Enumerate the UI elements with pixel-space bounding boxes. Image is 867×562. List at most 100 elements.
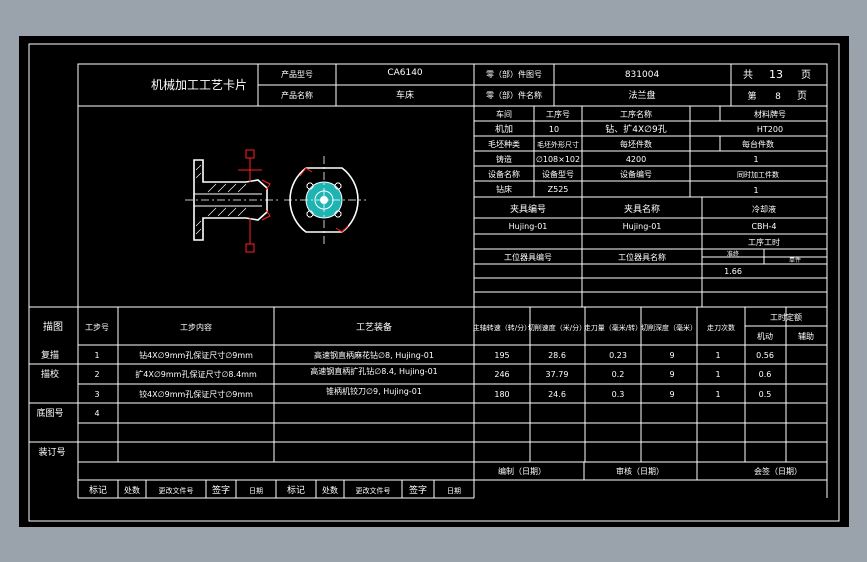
footer-place-1: 处数: [124, 485, 140, 495]
step-name: 钻、扩4X∅9孔: [605, 123, 666, 135]
step-no-3: 3: [94, 390, 99, 399]
step-spindle-1: 195: [494, 351, 509, 360]
footer-change-doc-1: 更改文件号: [159, 486, 194, 495]
step-equipment-2: 高速钢直柄扩孔钻∅8.4, Hujing-01: [310, 366, 438, 376]
fixture-name-label: 夹具名称: [624, 203, 660, 215]
step-no-4: 4: [94, 409, 99, 418]
col-content: 工步内容: [180, 322, 212, 332]
simul: 1: [753, 186, 758, 195]
part-drawing: [185, 149, 366, 253]
part-no: 831004: [625, 70, 660, 80]
unit-label: 单件: [789, 256, 801, 264]
page-no: 8: [775, 92, 781, 102]
col-equipment: 工艺装备: [356, 321, 392, 333]
part-name-label: 零（部）件名称: [486, 90, 542, 100]
unit-count: 1: [753, 155, 758, 164]
table-grid: [29, 63, 828, 499]
footer-change-doc-2: 更改文件号: [356, 486, 391, 495]
col-passes: 走刀次数: [707, 323, 735, 332]
product-model-label: 产品型号: [281, 69, 313, 79]
step-machine-2: 0.6: [759, 370, 772, 379]
equip-name-label: 设备名称: [488, 169, 520, 179]
fixture-name: Hujing-01: [623, 222, 662, 231]
footer-signature-1: 签字: [212, 484, 230, 496]
product-name: 车床: [396, 89, 414, 101]
step-machine-3: 0.5: [759, 390, 772, 399]
sign-date-label: 会签（日期）: [754, 466, 802, 476]
workshop: 机加: [495, 123, 513, 135]
equip-model-label: 设备型号: [542, 169, 574, 179]
equip-name: 钻床: [496, 184, 512, 194]
step-spindle-3: 180: [494, 390, 509, 399]
page-prefix: 第: [747, 90, 756, 102]
left-label-1: 复描: [41, 349, 59, 361]
equip-no-label: 设备编号: [620, 169, 652, 179]
blank-type: 铸造: [496, 154, 512, 164]
fixture-no-label: 夹具编号: [510, 203, 546, 215]
footer-signature-2: 签字: [409, 484, 427, 496]
station-no-label: 工位器具编号: [504, 252, 552, 262]
step-spindle-2: 246: [494, 370, 509, 379]
step-speed-2: 37.79: [546, 370, 569, 379]
drawing-sheet: [19, 36, 849, 527]
station-name-label: 工位器具名称: [618, 252, 666, 262]
step-passes-1: 1: [715, 351, 720, 360]
col-time-quota: 工时定额: [770, 312, 802, 322]
step-equipment-3: 锥柄机铰刀∅9, Hujing-01: [326, 386, 422, 396]
left-label-4: 底图号: [36, 407, 63, 419]
step-depth-2: 9: [669, 370, 674, 379]
step-depth-1: 9: [669, 351, 674, 360]
design-date-label: 编制（日期）: [498, 466, 546, 476]
step-content-2: 扩4X∅9mm孔保证尺寸∅8.4mm: [135, 369, 257, 379]
coolant-label: 冷却液: [752, 204, 776, 214]
step-name-label: 工序名称: [620, 109, 652, 119]
step-feed-1: 0.23: [609, 351, 627, 360]
footer-date-2: 日期: [447, 487, 461, 495]
total-page-unit: 页: [801, 69, 811, 81]
footer-mark-2: 标记: [287, 484, 305, 496]
step-content-1: 钻4X∅9mm孔保证尺寸∅9mm: [139, 350, 253, 360]
drawing-label: 描图: [43, 320, 63, 333]
simul-label: 同时加工件数: [737, 170, 779, 179]
blank-size-label: 毛坯外形尺寸: [537, 140, 579, 149]
step-feed-3: 0.3: [612, 390, 625, 399]
step-depth-3: 9: [669, 390, 674, 399]
footer-date-1: 日期: [249, 487, 263, 495]
col-machine-time: 机动: [757, 331, 773, 341]
blank-type-label: 毛坯种类: [488, 139, 520, 149]
step-speed-1: 28.6: [548, 351, 566, 360]
end-view: [284, 156, 366, 244]
col-feed: 走刀量（毫米/转）: [584, 323, 642, 332]
fixture-no: Hujing-01: [509, 222, 548, 231]
col-aux-time: 辅助: [798, 331, 814, 341]
step-machine-1: 0.56: [756, 351, 774, 360]
total-pages: 13: [769, 68, 783, 81]
blank-size: ∅108×102: [536, 155, 580, 164]
step-no-1: 1: [94, 351, 99, 360]
step-no-label: 工序号: [546, 109, 570, 119]
product-model: CA6140: [387, 68, 423, 78]
step-feed-2: 0.2: [612, 370, 625, 379]
section-view: [185, 149, 280, 253]
left-label-2: 描校: [41, 368, 59, 380]
step-speed-3: 24.6: [548, 390, 566, 399]
part-name: 法兰盘: [628, 89, 655, 101]
total-prefix: 共: [743, 69, 753, 81]
step-no-2: 2: [94, 370, 99, 379]
binding-label: 装订号: [38, 446, 65, 458]
step-no: 10: [549, 125, 559, 134]
card-title: 机械加工工艺卡片: [151, 77, 247, 92]
step-passes-2: 1: [715, 370, 720, 379]
col-depth: 切削深度（毫米）: [641, 323, 697, 332]
product-name-label: 产品名称: [281, 90, 313, 100]
step-passes-3: 1: [715, 390, 720, 399]
blank-count-label: 每坯件数: [620, 139, 652, 149]
coolant: CBH-4: [751, 222, 776, 231]
review-date-label: 审核（日期）: [616, 466, 664, 476]
prep-label: 准终: [727, 250, 739, 258]
step-equipment-1: 高速钢直柄麻花钻∅8, Hujing-01: [314, 350, 434, 360]
col-speed: 切削速度（米/分）: [528, 323, 586, 332]
page-unit: 页: [797, 90, 807, 102]
unit-count-label: 每台件数: [742, 139, 774, 149]
